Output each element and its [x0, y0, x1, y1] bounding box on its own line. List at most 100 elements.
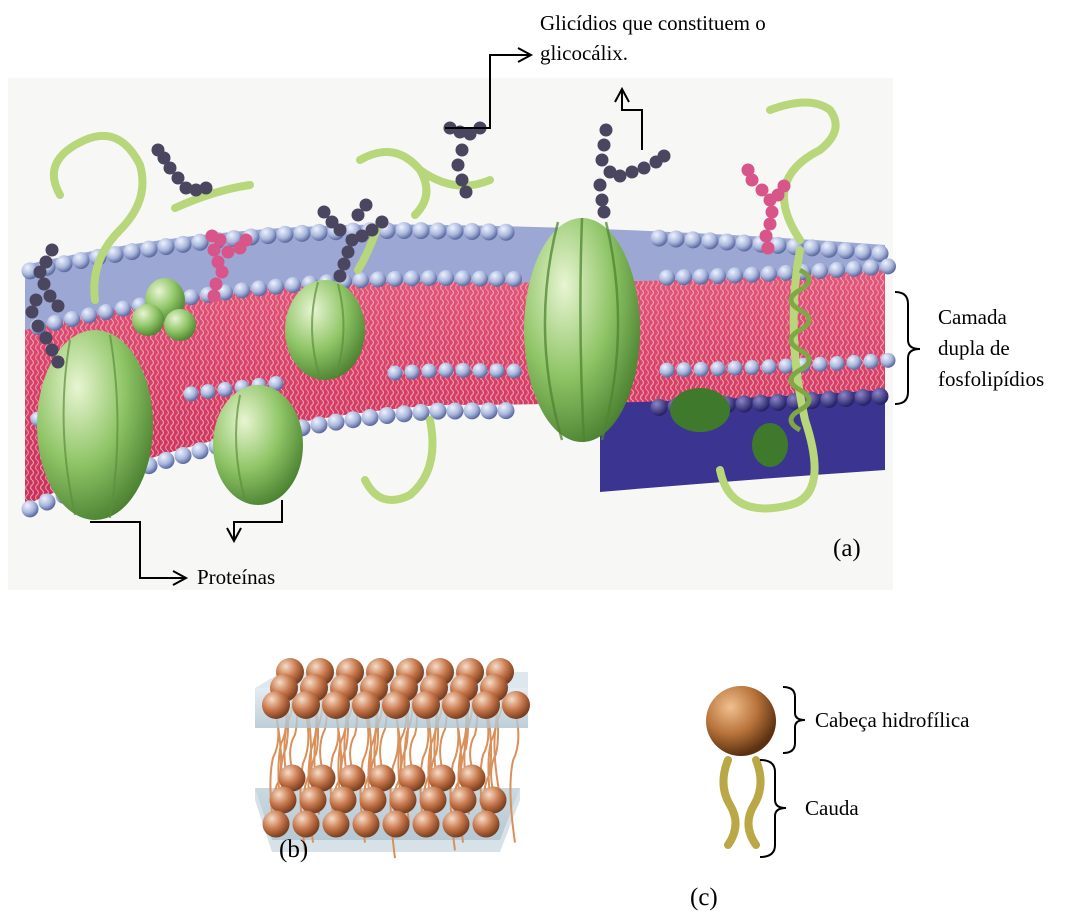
sugar-unit [342, 246, 355, 259]
head-label: Cabeça hidrofílica [815, 708, 970, 732]
phospholipid-head [175, 236, 192, 253]
phospholipid-head [158, 452, 175, 469]
phospholipid-head [464, 223, 481, 240]
phospholipid-head [481, 402, 498, 419]
phospholipid-head [710, 268, 726, 284]
sugar-unit [208, 244, 221, 257]
phospholipid-head [490, 363, 505, 378]
phospholipid-head [443, 811, 470, 838]
phospholipid-head [234, 282, 250, 298]
sugar-unit [210, 278, 223, 291]
sugar-unit [614, 170, 627, 183]
phospholipid-head [821, 241, 838, 258]
phospholipid-head [881, 353, 896, 368]
phospholipid-head [405, 364, 420, 379]
phospholipid-head [383, 811, 410, 838]
phospholipid-head [396, 222, 413, 239]
bilayer-label-line1: Camada [938, 305, 1007, 329]
phospholipid-head [506, 271, 522, 287]
phospholipid-head [804, 239, 821, 256]
phospholipid-head [124, 243, 141, 260]
phospholipid-head [779, 359, 794, 374]
phospholipid-head [422, 363, 437, 378]
phospholipid-head [744, 267, 760, 283]
phospholipid-head [184, 386, 199, 401]
phospholipid-head [293, 811, 320, 838]
phospholipid-head [430, 222, 447, 239]
phospholipid-head [761, 266, 777, 282]
sugar-unit [216, 266, 229, 279]
phospholipid-head [251, 280, 267, 296]
phospholipid-head [855, 389, 872, 406]
sugar-unit [760, 230, 773, 243]
phospholipid-head [115, 301, 131, 317]
phospholipid-head [263, 811, 290, 838]
phospholipid-head [813, 357, 828, 372]
sugar-unit [766, 206, 779, 219]
phospholipid-head [311, 224, 328, 241]
phospholipid-head [685, 231, 702, 248]
phospholipid-head [455, 270, 471, 286]
sugar-unit [594, 179, 607, 192]
tail-label: Cauda [805, 796, 859, 820]
membrane-diagram: Glicídios que constituem o glicocálix. C… [8, 11, 1044, 590]
bilayer-model: (b) [255, 658, 530, 863]
phospholipid-head [489, 271, 505, 287]
phospholipid-head [659, 270, 675, 286]
phospholipid-head [192, 442, 209, 459]
phospholipid-head [438, 270, 454, 286]
panel-b-label: (b) [279, 836, 308, 863]
phospholipid-head [660, 363, 675, 378]
phospholipid-head [328, 414, 345, 431]
phospholipid-head [498, 224, 515, 241]
phospholipid-head [450, 787, 477, 814]
sugar-unit [52, 300, 65, 313]
phospholipid-head [694, 362, 709, 377]
sugar-unit [360, 199, 373, 212]
phospholipid-head [268, 279, 284, 295]
phospholipid-head [719, 233, 736, 250]
phospholipid-head [830, 356, 845, 371]
phospholipid-head [218, 382, 233, 397]
phospholipid-head [480, 787, 507, 814]
phospholipid-head [277, 226, 294, 243]
phospholipid-head [736, 395, 753, 412]
glycocalyx-label-line1: Glicídios que constituem o [540, 11, 766, 35]
phospholipid-head [502, 691, 530, 719]
sugar-unit [638, 162, 651, 175]
sugar-unit [376, 216, 389, 229]
phospholipid-head [362, 409, 379, 426]
phospholipid-head [388, 366, 403, 381]
sugar-unit [46, 244, 59, 257]
bilayer-bracket [895, 292, 920, 404]
phospholipid-head [311, 416, 328, 433]
phospholipid-head [762, 359, 777, 374]
phospholipid-head [141, 241, 158, 258]
phospholipid-head [753, 395, 770, 412]
sugar-unit [764, 218, 777, 231]
phospholipid-head [855, 244, 872, 261]
phospholipid-head [370, 271, 386, 287]
phospholipid-head [262, 691, 290, 719]
sugar-unit [32, 320, 45, 333]
phospholipid-head [728, 361, 743, 376]
phospholipid-head [404, 270, 420, 286]
sugar-unit [742, 164, 755, 177]
phospholipid-molecule: Cabeça hidrofílica Cauda (c) [690, 686, 970, 911]
phospholipid-head [498, 402, 515, 419]
phospholipid-head [864, 354, 879, 369]
phospholipid-head [300, 787, 327, 814]
phospholipid-head [330, 787, 357, 814]
protein-peripheral-bottom [213, 385, 303, 505]
sugar-unit [38, 278, 51, 291]
protein-channel-large [524, 218, 640, 442]
sugar-unit [240, 234, 253, 247]
phospholipid-head [736, 235, 753, 252]
phospholipid-head [294, 225, 311, 242]
phospholipid-head [442, 691, 470, 719]
sugar-unit [334, 270, 347, 283]
sugar-unit [338, 258, 351, 271]
phospholipid-head [677, 362, 692, 377]
sugar-unit [658, 150, 671, 163]
